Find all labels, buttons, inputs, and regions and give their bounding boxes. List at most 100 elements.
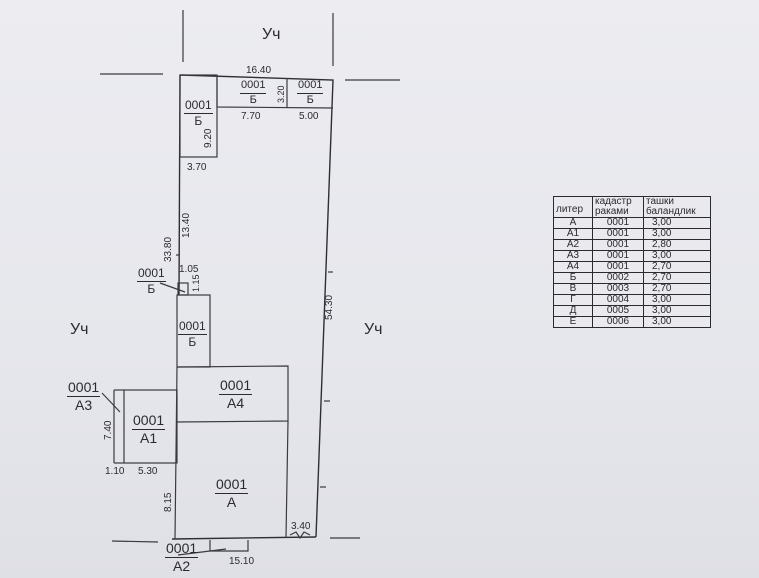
- label-building-b-small-annex: 0001 Б: [137, 267, 166, 295]
- cell-liter: А4: [553, 261, 593, 273]
- leader-line: [159, 282, 186, 293]
- legend-header-liter: литер: [553, 196, 593, 218]
- cell-cadastre: 0001: [592, 217, 644, 229]
- cell-cadastre: 0006: [592, 316, 644, 328]
- neighbor-label-top: Уч: [262, 26, 281, 43]
- cell-liter: Б: [553, 272, 593, 284]
- dim-b-top-left-height: 9.20: [203, 128, 214, 148]
- cell-height: 3,00: [643, 250, 711, 262]
- cell-height: 3,00: [643, 217, 711, 229]
- cadastre-number: 0001: [184, 98, 213, 114]
- building-a1-outline: [123, 389, 178, 464]
- cadastre-number: 0001: [132, 412, 166, 430]
- label-building-a: 0001 А: [215, 477, 249, 510]
- leader-line-a2: [177, 548, 227, 556]
- plot-boundary-bottom: [171, 536, 317, 540]
- label-building-a1: 0001 А1: [132, 412, 166, 446]
- dimension-break-mark: [289, 531, 311, 540]
- label-building-b-mid: 0001 Б: [178, 320, 207, 348]
- cell-cadastre: 0004: [592, 294, 644, 306]
- header-line: баландлик: [646, 206, 696, 217]
- cell-cadastre: 0001: [592, 261, 644, 273]
- cell-height: 3,00: [643, 316, 711, 328]
- label-building-a3: 0001 А3: [67, 379, 101, 413]
- dim-bottom-right-offset: 3.40: [291, 521, 311, 532]
- header-line: кадастр: [595, 196, 632, 207]
- liter: А2: [173, 557, 191, 574]
- dim-plot-bottom-width: 15.10: [229, 556, 255, 567]
- cadastre-number: 0001: [137, 266, 166, 282]
- building-b-top-mid-outline: [216, 77, 334, 109]
- dim-b-top-right-width: 5.00: [299, 111, 319, 122]
- cell-liter: В: [553, 283, 593, 295]
- cell-liter: А2: [553, 239, 593, 251]
- liter: Б: [249, 93, 257, 106]
- cell-liter: А1: [553, 228, 593, 240]
- liter: Б: [188, 334, 197, 349]
- label-building-b-top-left: 0001 Б: [184, 99, 213, 127]
- dim-a3-height: 7.40: [103, 420, 114, 440]
- dim-plot-top-width: 16.40: [246, 65, 272, 76]
- cell-height: 2,70: [643, 272, 711, 284]
- liter: Б: [147, 281, 156, 296]
- cell-height: 3,00: [643, 294, 711, 306]
- cell-cadastre: 0003: [592, 283, 644, 295]
- label-building-b-top-mid: 0001 Б: [240, 79, 267, 106]
- cell-height: 3,00: [643, 228, 711, 240]
- boundary-tick-left-bottom: [111, 540, 159, 543]
- liter: А4: [227, 394, 245, 411]
- label-building-a4: 0001 А4: [219, 377, 253, 411]
- dim-a-height: 8.15: [163, 492, 174, 512]
- neighbor-label-left: Уч: [70, 321, 89, 338]
- dim-a3-width: 1.10: [105, 466, 125, 477]
- header-line: раками: [595, 206, 629, 217]
- label-building-a2: 0001 А2: [165, 540, 199, 574]
- cell-height: 2,70: [643, 283, 711, 295]
- liter: А1: [140, 429, 158, 446]
- cadastre-number: 0001: [165, 540, 199, 558]
- cadastre-number: 0001: [67, 379, 101, 397]
- cadastre-number: 0001: [219, 377, 253, 395]
- dim-b-top-mid-height: 3.20: [276, 85, 286, 103]
- liter: Б: [194, 113, 203, 128]
- dim-plot-left-length: 33.80: [163, 236, 174, 262]
- neighbor-label-right: Уч: [364, 321, 383, 338]
- building-a4-outline: [176, 365, 289, 423]
- plot-boundary-right: [179, 74, 334, 538]
- building-b-top-left-outline: [179, 74, 218, 158]
- liter: А3: [75, 396, 93, 413]
- dim-b-top-left-width: 3.70: [187, 162, 207, 173]
- cadastre-number: 0001: [178, 319, 207, 335]
- dim-annex-width: 1.05: [179, 264, 199, 275]
- cell-liter: Г: [553, 294, 593, 306]
- header-line: ташки: [646, 196, 675, 207]
- cell-height: 3,00: [643, 305, 711, 317]
- building-a-right-edge: [285, 420, 289, 539]
- cell-height: 2,70: [643, 261, 711, 273]
- cell-cadastre: 0005: [592, 305, 644, 317]
- label-building-b-top-right: 0001 Б: [297, 79, 324, 106]
- dim-b-gap-above: 13.40: [181, 212, 192, 238]
- cadastre-number: 0001: [297, 79, 324, 94]
- cell-liter: А: [553, 217, 593, 229]
- dim-plot-right-length: 54.30: [324, 294, 335, 320]
- cell-cadastre: 0001: [592, 250, 644, 262]
- liter: А: [226, 493, 237, 510]
- cell-cadastre: 0002: [592, 272, 644, 284]
